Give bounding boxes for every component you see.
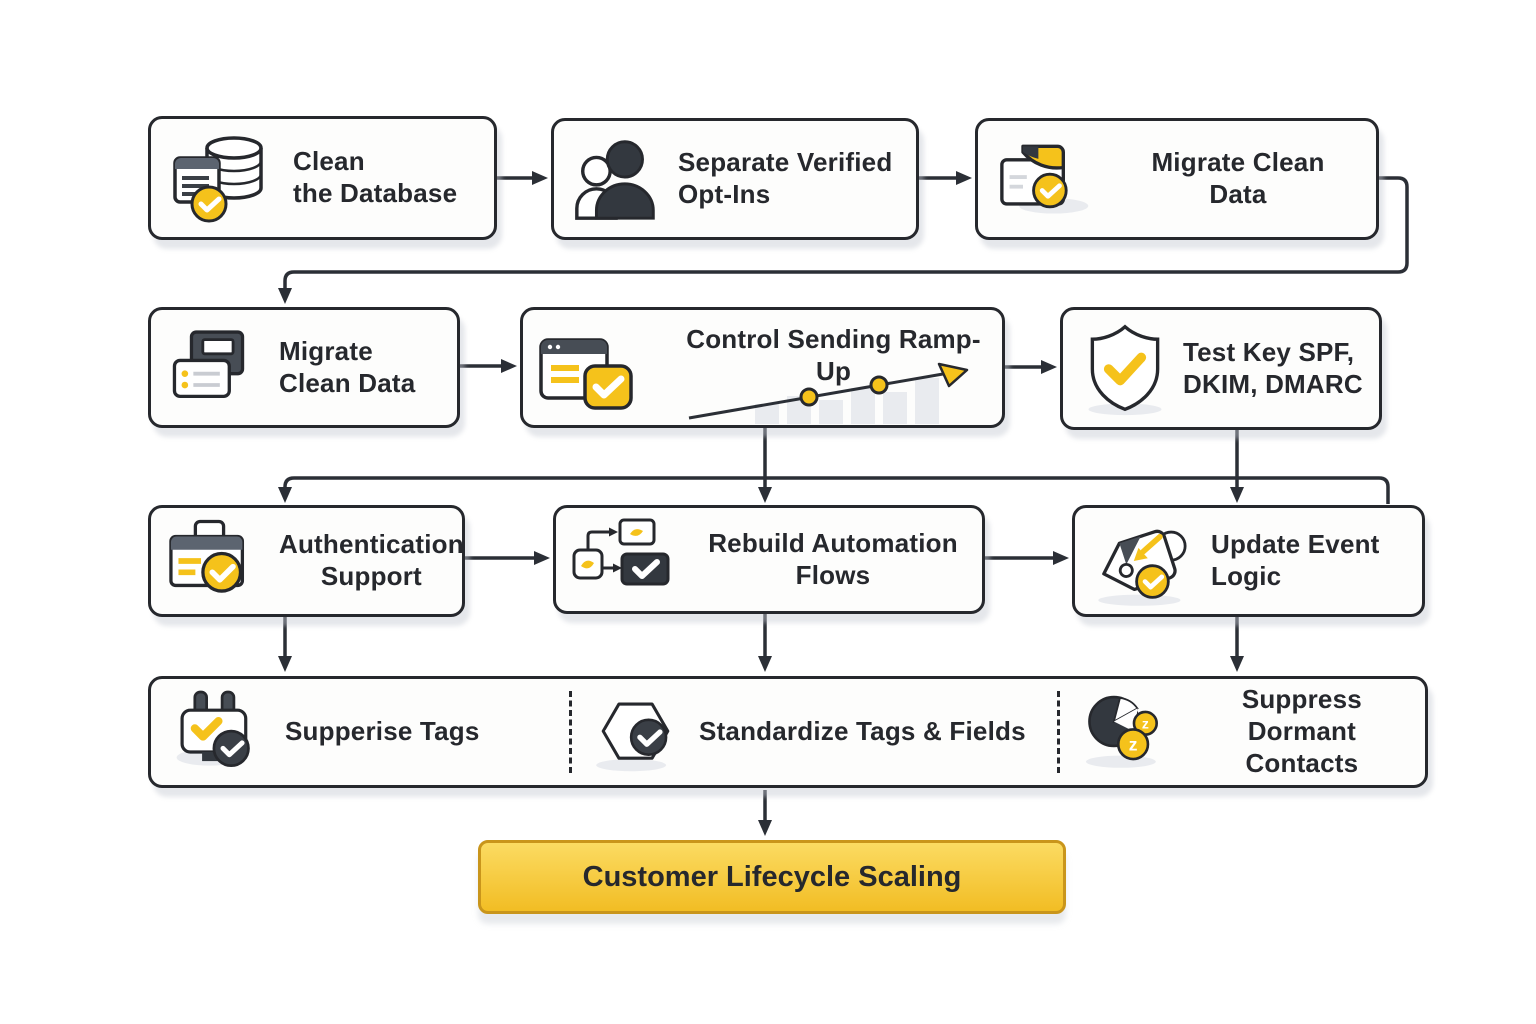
section-suppress-dormant-contacts: z z Suppress Dormant Contacts bbox=[1056, 679, 1425, 785]
section-supperise-tags: Supperise Tags bbox=[151, 679, 569, 785]
node-label: Authentication Support bbox=[279, 529, 464, 592]
node-label: Separate Verified Opt-Ins bbox=[678, 147, 904, 210]
label-line1: Authentication bbox=[279, 529, 464, 560]
label-line2: Data bbox=[1209, 179, 1267, 209]
label-line1: Update Event bbox=[1211, 529, 1380, 560]
section-label: Standardize Tags & Fields bbox=[699, 716, 1049, 748]
browser-check-trend-icon bbox=[539, 338, 633, 410]
card-check-icon bbox=[1000, 144, 1089, 214]
final-label: Customer Lifecycle Scaling bbox=[582, 860, 962, 893]
node-label: Migrate Clean Data bbox=[1112, 147, 1364, 210]
trend-arrow-chart bbox=[688, 362, 969, 424]
cards-transfer-icon bbox=[172, 329, 245, 398]
label-line2: DKIM, DMARC bbox=[1183, 368, 1363, 399]
label-line2: Clean Data bbox=[279, 367, 416, 398]
label-line2: Contacts bbox=[1245, 747, 1359, 778]
node-migrate-clean-data-top: Migrate Clean Data bbox=[975, 118, 1379, 240]
node-label: Rebuild Automation Flows bbox=[696, 528, 970, 591]
section-label: Suppress Dormant Contacts bbox=[1187, 684, 1417, 779]
label-line1: Standardize Tags & Fields bbox=[699, 716, 1026, 747]
database-check-icon bbox=[173, 136, 263, 223]
node-separate-verified-opt-ins: Separate Verified Opt-Ins bbox=[551, 118, 919, 240]
briefcase-check-icon bbox=[169, 519, 245, 593]
node-label: Test Key SPF, DKIM, DMARC bbox=[1183, 337, 1367, 400]
flow-branches-check-icon bbox=[572, 518, 670, 585]
label-line2: the Database bbox=[293, 178, 458, 208]
plug-check-icon bbox=[176, 690, 250, 767]
label-line2: Flows bbox=[795, 559, 871, 590]
sleep-z-small: z bbox=[1142, 716, 1149, 732]
section-standardize-tags-fields: Standardize Tags & Fields bbox=[569, 679, 1057, 785]
node-authentication-support: Authentication Support bbox=[148, 505, 465, 617]
tag-check-icon bbox=[1098, 529, 1187, 606]
node-test-key-spf-dkim-dmarc: Test Key SPF, DKIM, DMARC bbox=[1060, 307, 1382, 430]
label-line2: Logic bbox=[1211, 561, 1282, 591]
bus-right-drop bbox=[1378, 476, 1390, 504]
node-tags-band: Supperise Tags Standardize Tags & Fields bbox=[148, 676, 1428, 788]
label-line2: Support bbox=[320, 561, 422, 591]
label-line2: Opt-Ins bbox=[678, 179, 771, 209]
label-line1: Migrate bbox=[279, 335, 373, 366]
label-line1: Control Sending Ramp-Up bbox=[686, 324, 981, 386]
users-icon bbox=[575, 140, 655, 220]
label-line1: Migrate Clean bbox=[1151, 147, 1325, 178]
bus-r2-r3 bbox=[278, 476, 1379, 503]
section-label: Supperise Tags bbox=[285, 716, 561, 748]
node-rebuild-automation-flows: Rebuild Automation Flows bbox=[553, 505, 985, 614]
label-line1: Supperise Tags bbox=[285, 716, 480, 747]
node-customer-lifecycle-scaling: Customer Lifecycle Scaling bbox=[478, 840, 1066, 914]
node-update-event-logic: Update Event Logic bbox=[1072, 505, 1425, 617]
label-line1: Rebuild Automation bbox=[708, 527, 958, 558]
node-label: Control Sending Ramp-Up bbox=[673, 324, 994, 387]
dashed-divider bbox=[569, 691, 573, 773]
node-label: Migrate Clean Data bbox=[279, 336, 445, 399]
node-migrate-clean-data-left: Migrate Clean Data bbox=[148, 307, 460, 428]
sleep-z-large: z bbox=[1128, 734, 1137, 754]
node-label: Clean the Database bbox=[293, 146, 482, 209]
label-line1: Clean bbox=[293, 146, 365, 177]
label-line1: Test Key SPF, bbox=[1183, 336, 1355, 367]
label-line1: Suppress Dormant bbox=[1241, 684, 1362, 747]
hexagon-check-icon bbox=[596, 702, 670, 772]
node-clean-database: Clean the Database bbox=[148, 116, 497, 240]
shield-check-icon bbox=[1088, 324, 1162, 415]
node-label: Update Event Logic bbox=[1211, 529, 1410, 592]
label-line1: Separate Verified bbox=[678, 147, 893, 178]
arrow-r1-to-r2-wrap bbox=[278, 176, 1409, 304]
node-control-sending-ramp-up: Control Sending Ramp-Up bbox=[520, 307, 1005, 428]
dashed-divider bbox=[1056, 691, 1060, 773]
pie-sleep-icon: z z bbox=[1085, 695, 1158, 768]
